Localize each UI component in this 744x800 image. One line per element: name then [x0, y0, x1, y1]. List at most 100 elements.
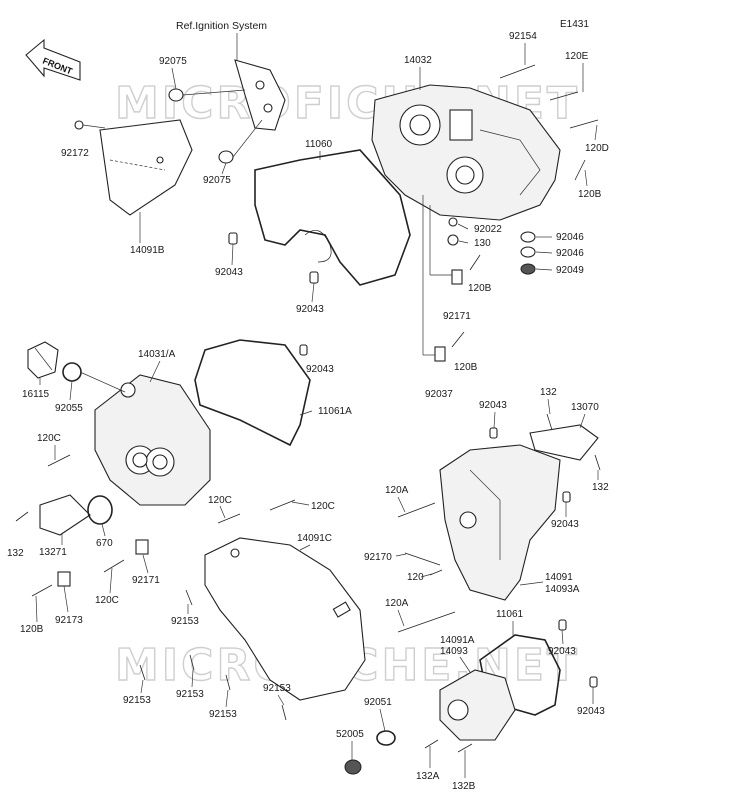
label-92043-f: 92043: [548, 646, 576, 657]
bolt-120a-b: [397, 611, 456, 633]
cover-14091a: [439, 669, 516, 741]
reference-label: Ref.Ignition System: [176, 20, 267, 32]
dowel-92043-g: [589, 676, 598, 688]
label-92037: 92037: [425, 389, 453, 400]
seal-52005: [344, 759, 362, 775]
label-92046-b: 92046: [556, 248, 584, 259]
grommet-92049: [520, 263, 536, 275]
label-120b-d: 120B: [20, 624, 44, 635]
label-130: 130: [474, 238, 491, 249]
label-92043-b: 92043: [296, 304, 324, 315]
label-92022: 92022: [474, 224, 502, 235]
dowel-92043-a: [228, 232, 238, 245]
bolt-132-b: [546, 413, 553, 431]
label-92172: 92172: [61, 148, 89, 159]
o-ring-92022: [448, 217, 458, 227]
label-132a: 132A: [416, 771, 440, 782]
label-14031a: 14031/A: [138, 349, 176, 360]
pin-92170: [404, 552, 441, 566]
label-92170: 92170: [364, 552, 392, 563]
label-132b: 132B: [452, 781, 476, 792]
gasket-11060: [254, 149, 411, 286]
label-14091c: 14091C: [297, 533, 332, 544]
ignition-bracket: [234, 59, 286, 131]
label-92043-e: 92043: [551, 519, 579, 530]
bolts-120-right: [499, 64, 599, 181]
label-92153-d: 92153: [263, 683, 291, 694]
label-92043-a: 92043: [215, 267, 243, 278]
label-92154: 92154: [509, 31, 537, 42]
label-13271: 13271: [39, 547, 67, 558]
front-arrow-icon: FRONT: [25, 38, 81, 81]
label-13070: 13070: [571, 402, 599, 413]
label-120a-a: 120A: [385, 485, 409, 496]
label-92046-a: 92046: [556, 232, 584, 243]
label-92171-a: 92171: [443, 311, 471, 322]
label-132-a: 132: [7, 548, 24, 559]
washer-92075-b: [218, 150, 234, 164]
clamp-92037: [434, 346, 446, 362]
bolt-120c-d: [103, 559, 125, 573]
dowel-92043-d: [489, 427, 498, 439]
label-92171-b: 92171: [132, 575, 160, 586]
label-120c-c: 120C: [311, 501, 335, 512]
label-92075-a: 92075: [159, 56, 187, 67]
cap-16115: [27, 341, 59, 379]
o-ring-92055: [62, 362, 82, 382]
label-14091b: 14091B: [130, 245, 165, 256]
label-670: 670: [96, 538, 113, 549]
label-132-c: 132: [592, 482, 609, 493]
label-92173: 92173: [55, 615, 83, 626]
label-120: 120: [407, 572, 424, 583]
bolt-132b: [457, 743, 473, 753]
bolt-92172: [74, 120, 84, 130]
label-11061a: 11061A: [318, 406, 352, 417]
dowel-92043-b: [309, 271, 319, 284]
label-11061: 11061: [496, 609, 524, 620]
label-92043-g: 92043: [577, 706, 605, 717]
bolt-120a-a: [397, 502, 436, 518]
label-120b-c: 120B: [454, 362, 478, 373]
label-14091: 14091: [545, 572, 573, 583]
collar-92046-b: [520, 246, 536, 258]
label-120b-b: 120B: [468, 283, 492, 294]
dowel-92043-c: [299, 344, 308, 356]
plate-13271: [39, 494, 91, 536]
clamp-92173: [57, 571, 71, 587]
cover-14091b: [99, 119, 193, 216]
label-14093a: 14093A: [545, 584, 580, 595]
bolts-92153: [139, 589, 287, 721]
plate-13070: [529, 424, 599, 461]
label-92049: 92049: [556, 265, 584, 276]
label-52005: 52005: [336, 729, 364, 740]
label-92075-b: 92075: [203, 175, 231, 186]
label-92153-b: 92153: [123, 695, 151, 706]
label-120d: 120D: [585, 143, 609, 154]
label-14093: 14093: [440, 646, 468, 657]
label-92043-d: 92043: [479, 400, 507, 411]
o-ring-670: [87, 495, 113, 525]
dowel-92043-e: [562, 491, 571, 503]
bolt-120c-c: [269, 499, 296, 511]
crankcase-cover-14032: [371, 84, 561, 221]
washer-92075-a: [168, 88, 184, 102]
housing-14091: [439, 444, 561, 601]
label-132-b: 132: [540, 387, 557, 398]
collar-92046-a: [520, 231, 536, 243]
label-120e: 120E: [565, 51, 589, 62]
label-11060: 11060: [305, 139, 333, 150]
label-120b-a: 120B: [578, 189, 602, 200]
label-120c-d: 120C: [95, 595, 119, 606]
label-14032: 14032: [404, 55, 432, 66]
clamp-92171-a: [451, 269, 463, 285]
bolt-132a: [424, 739, 439, 749]
label-92153-a: 92153: [171, 616, 199, 627]
label-92043-c: 92043: [306, 364, 334, 375]
label-120c-b: 120C: [208, 495, 232, 506]
label-92051: 92051: [364, 697, 392, 708]
clamp-92171-b: [135, 539, 149, 555]
bolt-120c-b: [217, 513, 241, 524]
label-92153-c: 92153: [176, 689, 204, 700]
gasket-11061a: [194, 339, 311, 447]
